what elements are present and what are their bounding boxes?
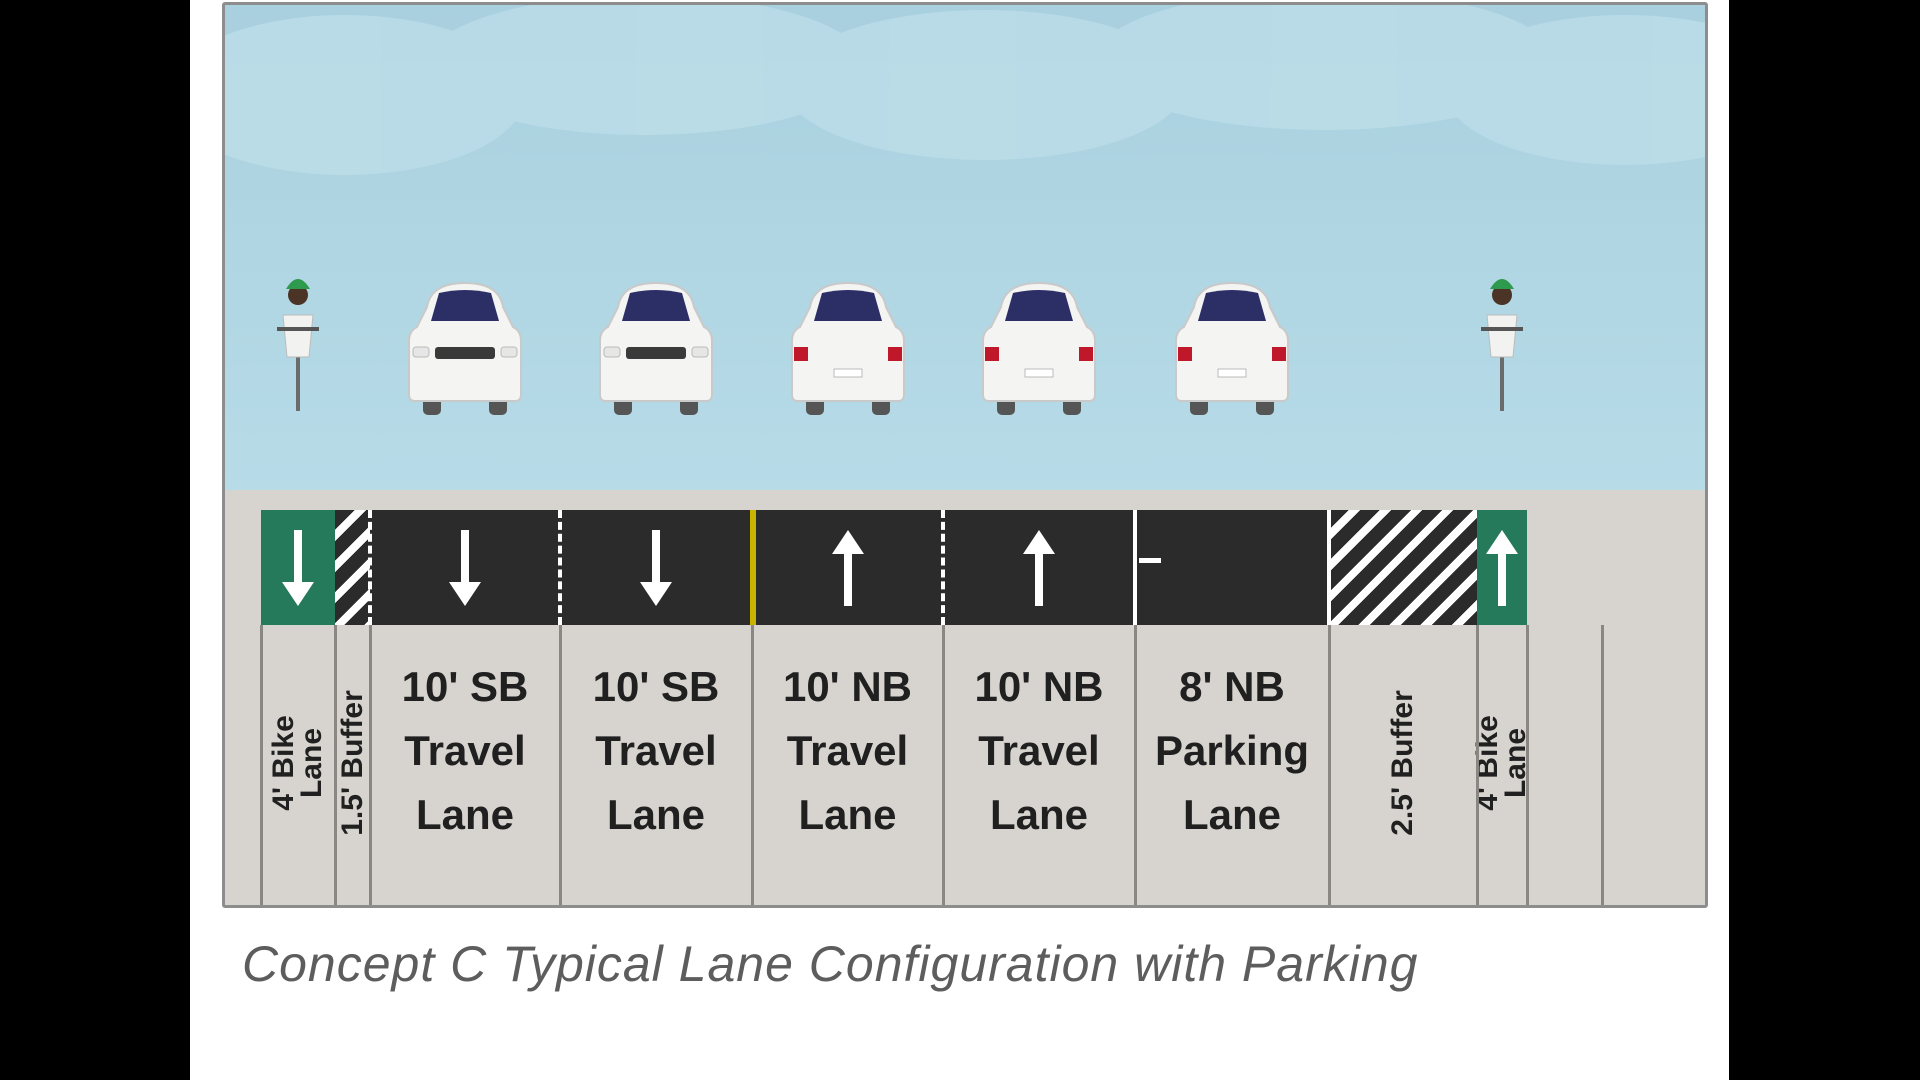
label-separator-line [260, 625, 263, 905]
lane-label-line: 10' NB [974, 663, 1104, 710]
arrow-up-icon [1484, 530, 1520, 606]
lane-label-line: 10' NB [782, 663, 913, 710]
lane-label-line: 4' Bike [267, 714, 300, 811]
label-separator-line [559, 625, 562, 905]
car-rear-icon [979, 277, 1099, 422]
figure-caption: Concept C Typical Lane Configuration wit… [242, 936, 1419, 992]
lane-line-marking [941, 510, 945, 625]
lane-line-marking [1327, 510, 1331, 625]
arrow-up-icon [1021, 530, 1057, 606]
lane-label: 1.5' Buffer [335, 689, 369, 836]
lane-label-line: 1.5' Buffer [335, 689, 369, 836]
arrow-down-icon [280, 530, 316, 606]
label-separator-line [751, 625, 754, 905]
parking-lane-surface [1135, 510, 1329, 625]
arrow-down-icon [638, 530, 674, 606]
label-separator-line [1476, 625, 1479, 905]
label-separator-line [1601, 625, 1604, 905]
lane-label-line: 2.5' Buffer [1386, 689, 1419, 836]
lane-line-marking [1133, 510, 1137, 625]
lane-buffer-west: 1.5' Buffer [335, 490, 370, 905]
lane-label-line: Travel [595, 727, 717, 774]
lane-label-wrap: 1.5' Buffer [335, 630, 370, 895]
car-rear-icon [1172, 277, 1292, 422]
arrow-down-icon [447, 530, 483, 606]
buffer-lane-surface [335, 510, 370, 625]
lane-label-line: 10' SB [401, 663, 529, 710]
parking-tick-mark [1139, 558, 1161, 563]
lane-label-line: Lane [989, 791, 1089, 838]
buffer-lane-surface [1329, 510, 1477, 625]
lane-label-line: Travel [404, 727, 526, 774]
sky-background [225, 5, 1705, 490]
lane-label-line: Travel [786, 727, 909, 774]
car-front-icon [405, 277, 525, 422]
lane-label-wrap: 2.5' Buffer [1329, 630, 1477, 895]
lane-line-marking [558, 510, 562, 625]
label-separator-line [369, 625, 372, 905]
lane-buffer-east: 2.5' Buffer [1329, 490, 1477, 905]
center-line-marking [750, 510, 756, 625]
lane-label-line: Lane [295, 727, 328, 798]
car-front-icon [596, 277, 716, 422]
lane-label: 2.5' Buffer [1386, 689, 1419, 836]
label-separator-line [1134, 625, 1137, 905]
cloud-shapes [225, 5, 1705, 175]
lane-label-line: Lane [1182, 791, 1282, 838]
lane-label-line: Lane [798, 791, 897, 838]
lane-label-line: 10' SB [592, 663, 720, 710]
lane-label-line: Lane [415, 791, 515, 838]
label-separator-line [1328, 625, 1331, 905]
lane-label-line: Travel [978, 727, 1100, 774]
car-rear-icon [788, 277, 908, 422]
lane-label-line: Parking [1154, 727, 1310, 774]
label-separator-line [334, 625, 337, 905]
lane-label-line: Lane [606, 791, 706, 838]
lane-line-marking [368, 510, 372, 625]
label-separator-line [1526, 625, 1529, 905]
cyclist-front-icon [1477, 263, 1527, 418]
cyclist-rear-icon [273, 263, 323, 418]
arrow-up-icon [830, 530, 866, 606]
lane-label-line: 8' NB [1179, 663, 1285, 710]
label-separator-line [942, 625, 945, 905]
